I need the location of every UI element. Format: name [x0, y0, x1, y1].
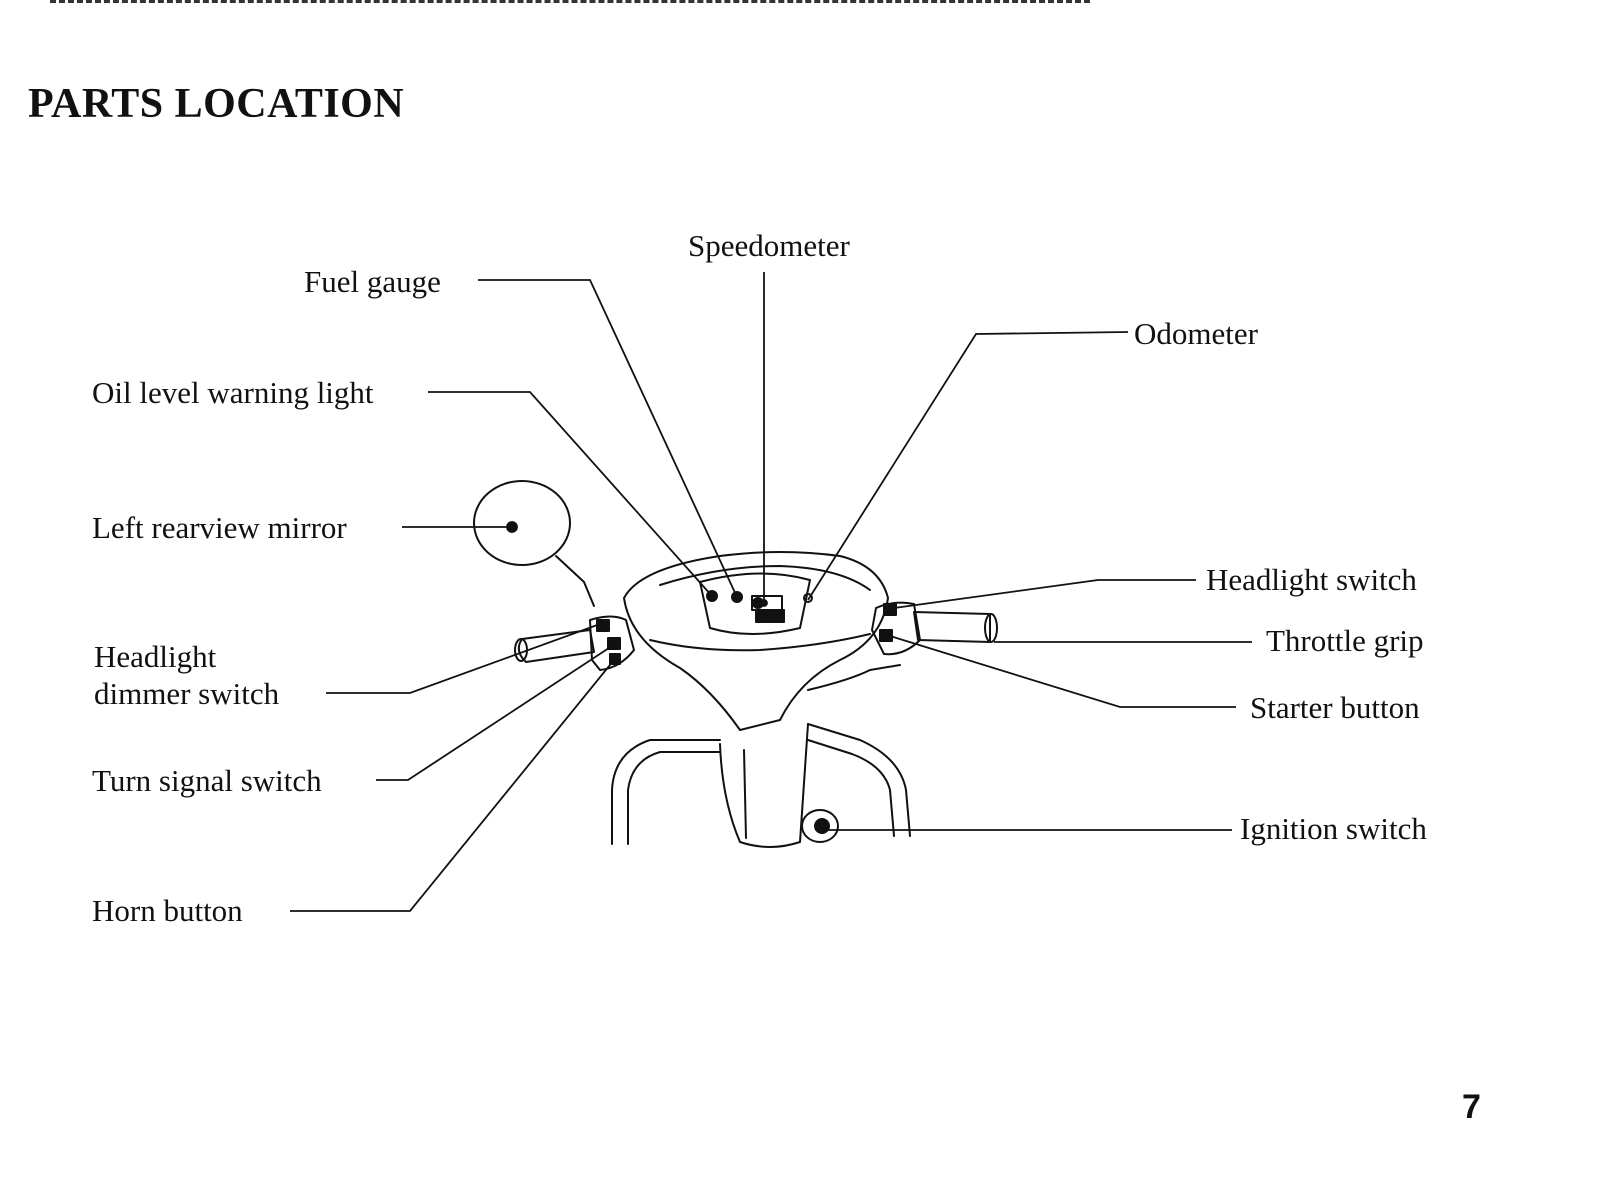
- leader-horn-button: [290, 659, 615, 912]
- label-starter-button: Starter button: [1250, 690, 1420, 725]
- label-headlight-dimmer-switch-line2: dimmer switch: [94, 676, 280, 712]
- label-odometer: Odometer: [1134, 316, 1258, 351]
- scooter-illustration: [473, 480, 998, 848]
- label-headlight-dimmer-switch-line1: Headlight: [94, 639, 217, 674]
- left-grip: [517, 629, 595, 663]
- label-ignition-switch: Ignition switch: [1240, 811, 1427, 846]
- label-oil-level-warning-light: Oil level warning light: [92, 375, 374, 410]
- label-left-rearview-mirror: Left rearview mirror: [92, 510, 347, 545]
- leader-headlight-switch: [893, 579, 1196, 609]
- steering-column: [719, 723, 809, 848]
- label-headlight-dimmer-switch: Headlight dimmer switch: [94, 638, 279, 712]
- label-fuel-gauge: Fuel gauge: [304, 264, 441, 299]
- page-number: 7: [1462, 1088, 1481, 1126]
- brake-cable: [807, 664, 901, 691]
- top-rule: [50, 0, 1090, 8]
- leader-starter-button: [889, 635, 1236, 708]
- leader-odometer: [807, 331, 1129, 601]
- leader-turn-signal: [376, 645, 613, 781]
- label-horn-button: Horn button: [92, 893, 243, 928]
- label-speedometer: Speedometer: [688, 228, 850, 263]
- page-title: PARTS LOCATION: [28, 81, 405, 127]
- left-switch-housing: [589, 615, 635, 671]
- label-turn-signal-switch: Turn signal switch: [92, 763, 322, 798]
- mirror-glass: [473, 480, 571, 566]
- handlebar-cover: [623, 551, 889, 731]
- front-body: [611, 739, 721, 845]
- ignition-housing: [801, 809, 839, 843]
- leader-lines: [290, 272, 1252, 912]
- mirror-stem: [555, 555, 595, 607]
- label-throttle-grip: Throttle grip: [1266, 623, 1424, 658]
- instrument-panel: [699, 572, 811, 635]
- leader-fuel-gauge: [478, 279, 738, 598]
- right-grip: [913, 611, 991, 643]
- label-headlight-switch: Headlight switch: [1206, 562, 1417, 597]
- leader-dimmer-switch: [326, 623, 601, 694]
- leader-oil-level: [428, 391, 713, 597]
